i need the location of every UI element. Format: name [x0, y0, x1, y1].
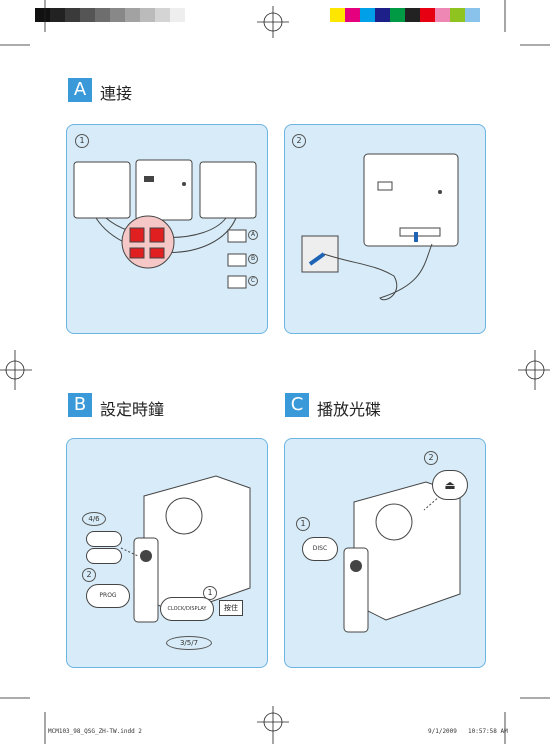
swatch	[345, 8, 360, 22]
swatch	[35, 8, 50, 22]
step-number: 3/5/7	[166, 636, 212, 650]
file-name: MCM103_98_QSG_ZH-TW.indd 2	[48, 728, 142, 735]
hold-instruction: 按住	[219, 600, 243, 616]
swatch	[65, 8, 80, 22]
step-number: 1	[296, 517, 310, 531]
section-c-title: 播放光碟	[317, 400, 382, 419]
section-a-badge: A	[68, 78, 92, 102]
tuning-up-button[interactable]	[86, 531, 122, 547]
speaker-label: A	[248, 230, 258, 240]
speaker-label: B	[248, 254, 258, 264]
step-number: 2	[292, 134, 306, 148]
gray-calibration-bar	[35, 8, 185, 22]
disc-button[interactable]: DISC	[302, 537, 338, 561]
swatch	[435, 8, 450, 22]
swatch	[155, 8, 170, 22]
tuning-down-button[interactable]	[86, 548, 122, 564]
swatch	[95, 8, 110, 22]
swatch	[450, 8, 465, 22]
print-date: 9/1/2009	[428, 728, 457, 735]
swatch	[330, 8, 345, 22]
power-connection-illustration	[301, 153, 459, 301]
step-number: 4/6	[82, 512, 106, 526]
speaker-label: C	[248, 276, 258, 286]
clock-display-button[interactable]: CLOCK/DISPLAY	[160, 597, 214, 621]
swatch	[375, 8, 390, 22]
section-b-badge: B	[68, 393, 92, 417]
step-number: 1	[75, 134, 89, 148]
swatch	[465, 8, 480, 22]
print-time: 10:57:58 AM	[468, 728, 508, 735]
swatch	[360, 8, 375, 22]
swatch	[405, 8, 420, 22]
clock-setting-illustration	[120, 475, 251, 623]
swatch	[170, 8, 185, 22]
swatch	[110, 8, 125, 22]
section-b-title: 設定時鐘	[100, 400, 165, 419]
swatch	[420, 8, 435, 22]
swatch	[390, 8, 405, 22]
section-a-title: 連接	[100, 84, 133, 103]
step-number: 2	[424, 451, 438, 465]
swatch	[80, 8, 95, 22]
section-c-badge: C	[285, 393, 309, 417]
color-calibration-bar	[330, 8, 480, 22]
swatch	[125, 8, 140, 22]
eject-button[interactable]: ⏏	[432, 470, 468, 500]
eject-icon: ⏏	[444, 478, 456, 492]
disc-play-illustration	[343, 481, 461, 633]
swatch	[140, 8, 155, 22]
speaker-connection-illustration	[73, 159, 257, 289]
prog-button[interactable]: PROG	[86, 584, 130, 608]
swatch	[50, 8, 65, 22]
step-number: 2	[82, 568, 96, 582]
